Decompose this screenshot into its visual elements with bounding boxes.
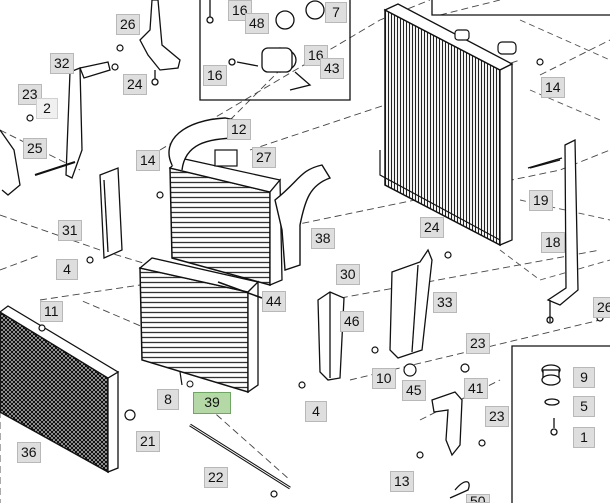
bracket-left-side	[0, 129, 21, 196]
bracket-30	[317, 291, 345, 381]
mount-kit-inset	[511, 345, 610, 503]
callout-part-26[interactable]: 26	[116, 14, 140, 35]
callout-part-24[interactable]: 24	[420, 217, 444, 238]
callout-part-50[interactable]: 50	[466, 494, 490, 503]
callout-part-13[interactable]: 13	[390, 471, 414, 492]
callout-part-32[interactable]: 32	[50, 53, 74, 74]
callout-part-10[interactable]: 10	[372, 368, 396, 389]
callout-part-16[interactable]: 16	[203, 65, 227, 86]
callout-part-31[interactable]: 31	[58, 220, 82, 241]
callout-part-30[interactable]: 30	[336, 264, 360, 285]
callout-part-21[interactable]: 21	[136, 431, 160, 452]
callout-part-33[interactable]: 33	[433, 292, 457, 313]
callout-part-12[interactable]: 12	[227, 119, 251, 140]
callout-part-4[interactable]: 4	[56, 259, 78, 280]
callout-part-23[interactable]: 23	[485, 406, 509, 427]
callout-part-4[interactable]: 4	[305, 401, 327, 422]
callout-part-24[interactable]: 24	[123, 74, 147, 95]
callout-part-46[interactable]: 46	[340, 311, 364, 332]
condenser-36	[0, 305, 120, 474]
rod-44	[217, 281, 263, 299]
bolt-25	[34, 161, 76, 176]
callout-part-41[interactable]: 41	[464, 378, 488, 399]
oil-cooler-39	[138, 257, 260, 394]
clip-50	[449, 481, 470, 499]
callout-part-25[interactable]: 25	[23, 138, 47, 159]
hose-kit-inset	[199, 0, 610, 101]
bracket-41	[431, 391, 463, 457]
callout-part-2[interactable]: 2	[36, 98, 58, 119]
bracket-31	[99, 167, 123, 259]
callout-part-45[interactable]: 45	[402, 380, 426, 401]
callout-part-14[interactable]: 14	[136, 150, 160, 171]
callout-part-48[interactable]: 48	[245, 13, 269, 34]
hose-38	[274, 164, 332, 271]
callout-part-16[interactable]: 16	[228, 0, 252, 21]
callout-part-23[interactable]: 23	[466, 333, 490, 354]
callout-part-27[interactable]: 27	[252, 147, 276, 168]
callout-part-23[interactable]: 23	[18, 84, 42, 105]
inset-parts	[206, 0, 325, 91]
callout-part-8[interactable]: 8	[157, 389, 179, 410]
tie-rod-22	[189, 423, 291, 490]
callout-part-26[interactable]: 26	[593, 297, 610, 318]
callout-part-7[interactable]: 7	[325, 2, 347, 23]
fasteners	[26, 44, 604, 498]
bracket-top	[139, 0, 181, 86]
callout-part-38[interactable]: 38	[311, 228, 335, 249]
bracket-left-upper	[65, 61, 111, 179]
radiator	[379, 3, 517, 247]
bracket-33	[389, 248, 433, 359]
charge-air-cooler	[168, 117, 283, 286]
callout-part-5[interactable]: 5	[573, 396, 595, 417]
callout-part-39-selected[interactable]: 39	[193, 392, 231, 414]
callout-part-14[interactable]: 14	[541, 77, 565, 98]
callout-part-11[interactable]: 11	[40, 301, 63, 322]
callout-part-19[interactable]: 19	[529, 190, 553, 211]
callout-part-36[interactable]: 36	[17, 442, 41, 463]
callout-part-18[interactable]: 18	[541, 232, 565, 253]
callout-part-9[interactable]: 9	[573, 367, 595, 388]
callout-part-44[interactable]: 44	[262, 291, 286, 312]
callout-part-1[interactable]: 1	[573, 427, 595, 448]
callout-part-22[interactable]: 22	[204, 467, 228, 488]
side-bracket-right	[527, 138, 579, 324]
mount-kit	[541, 364, 561, 436]
callout-part-43[interactable]: 43	[320, 58, 344, 79]
